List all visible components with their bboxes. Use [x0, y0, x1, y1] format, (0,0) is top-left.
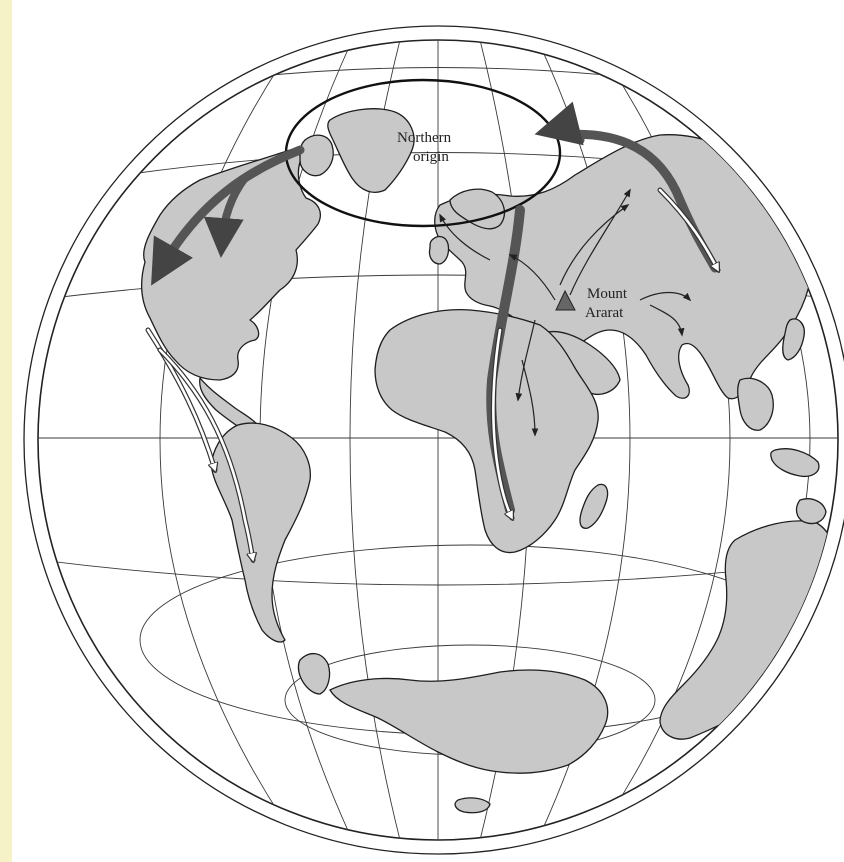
- greenland: [327, 108, 415, 193]
- arrow-to-east-asia: [658, 188, 718, 270]
- eurasia: [434, 134, 813, 400]
- british-isles: [428, 235, 450, 265]
- landmasses: [141, 108, 837, 814]
- antarctica: [329, 669, 609, 774]
- new-guinea: [795, 498, 827, 525]
- light-migration-arrows: [145, 187, 721, 560]
- arrow-to-south-africa: [491, 328, 512, 518]
- arrow-to-americas-inner: [203, 174, 249, 258]
- arrow-to-south-america-1: [146, 328, 215, 470]
- japan: [782, 318, 805, 361]
- globe-outer-rim: [23, 25, 844, 855]
- arrow-northern-start: [534, 101, 585, 146]
- southeast-asia-islands: [737, 377, 774, 431]
- label-northern-origin-line1: Northern: [397, 130, 452, 146]
- label-northern-origin-line2: origin: [413, 149, 449, 165]
- indonesia: [770, 448, 820, 478]
- arrow-to-north-america: [151, 145, 305, 286]
- mountain-triangle-icon: [555, 289, 576, 311]
- north-america: [141, 149, 321, 381]
- southern-island: [454, 797, 491, 814]
- label-mount-ararat-line2: Ararat: [585, 305, 624, 321]
- scandinavia: [449, 188, 506, 230]
- left-margin-band: [0, 0, 12, 862]
- arrow-to-south-america-2: [158, 348, 253, 560]
- thin-migration-arrows: [439, 188, 692, 437]
- madagascar: [579, 483, 609, 529]
- africa: [374, 309, 599, 554]
- label-mount-ararat-line1: Mount: [587, 286, 628, 302]
- antarctic-peninsula: [297, 653, 331, 695]
